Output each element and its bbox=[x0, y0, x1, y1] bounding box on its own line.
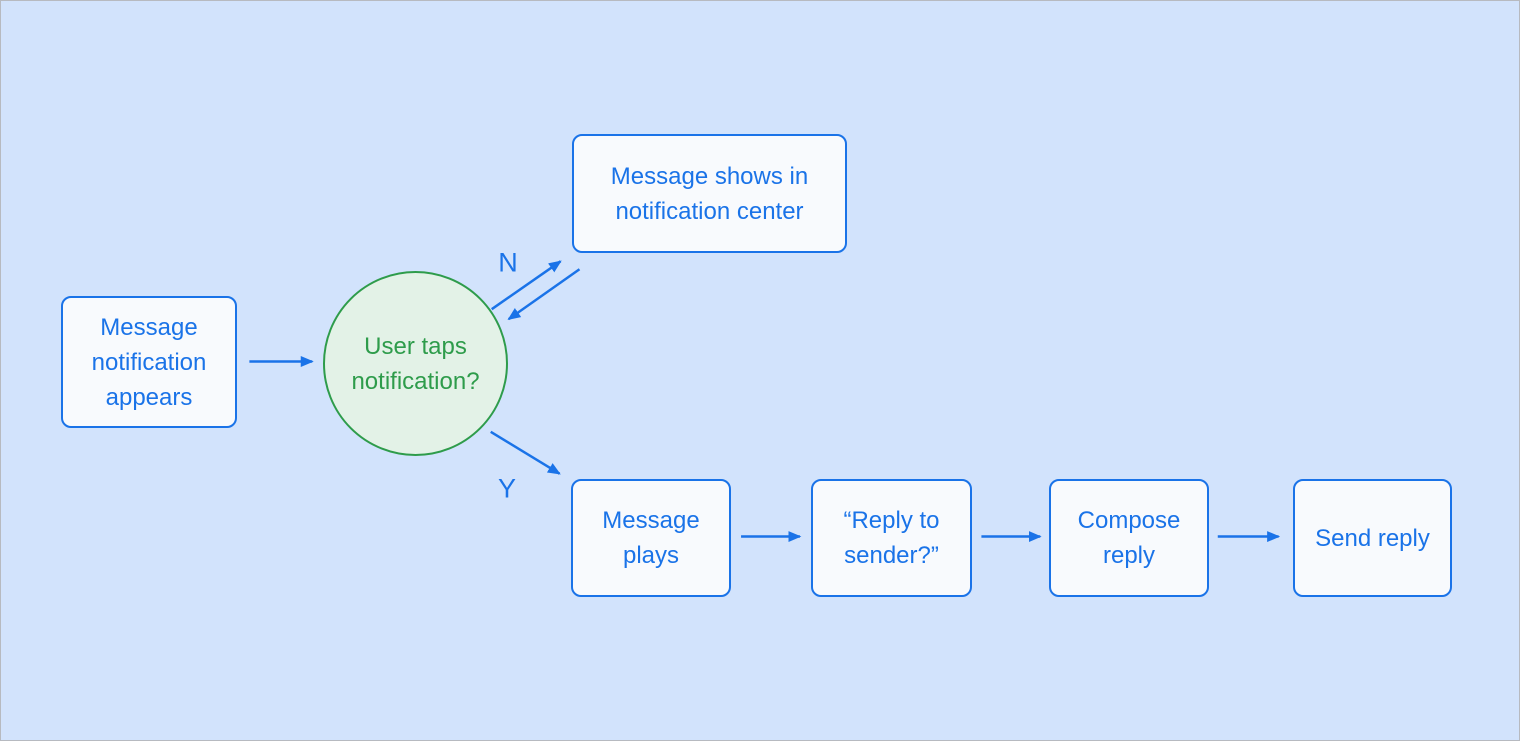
edge-label-yes: Y bbox=[497, 473, 517, 504]
node-label: Message plays bbox=[602, 507, 700, 569]
edge-decision-to-message-plays-arrow bbox=[490, 430, 561, 475]
node-message-notification-appears: Message notification appears bbox=[61, 296, 237, 428]
edge-decision-to-notification-center-arrow bbox=[491, 260, 562, 311]
edge-notification-center-to-decision-arrow bbox=[507, 268, 581, 321]
node-label: “Reply to sender?” bbox=[843, 507, 940, 569]
edge-label-no: N bbox=[498, 247, 518, 278]
node-label: Message notification appears bbox=[91, 313, 207, 411]
node-label: Send reply bbox=[1315, 524, 1430, 552]
node-label: Message shows in notification center bbox=[610, 162, 809, 225]
node-label: Compose reply bbox=[1077, 507, 1181, 569]
node-message-shows-in-notification-center: Message shows in notification center bbox=[572, 134, 847, 253]
node-label: User taps notification? bbox=[351, 332, 480, 395]
node-message-plays: Message plays bbox=[571, 479, 731, 597]
node-send-reply: Send reply bbox=[1293, 479, 1452, 597]
node-compose-reply: Compose reply bbox=[1049, 479, 1209, 597]
node-user-taps-notification-decision: User taps notification? bbox=[323, 271, 508, 456]
node-reply-to-sender: “Reply to sender?” bbox=[811, 479, 972, 597]
